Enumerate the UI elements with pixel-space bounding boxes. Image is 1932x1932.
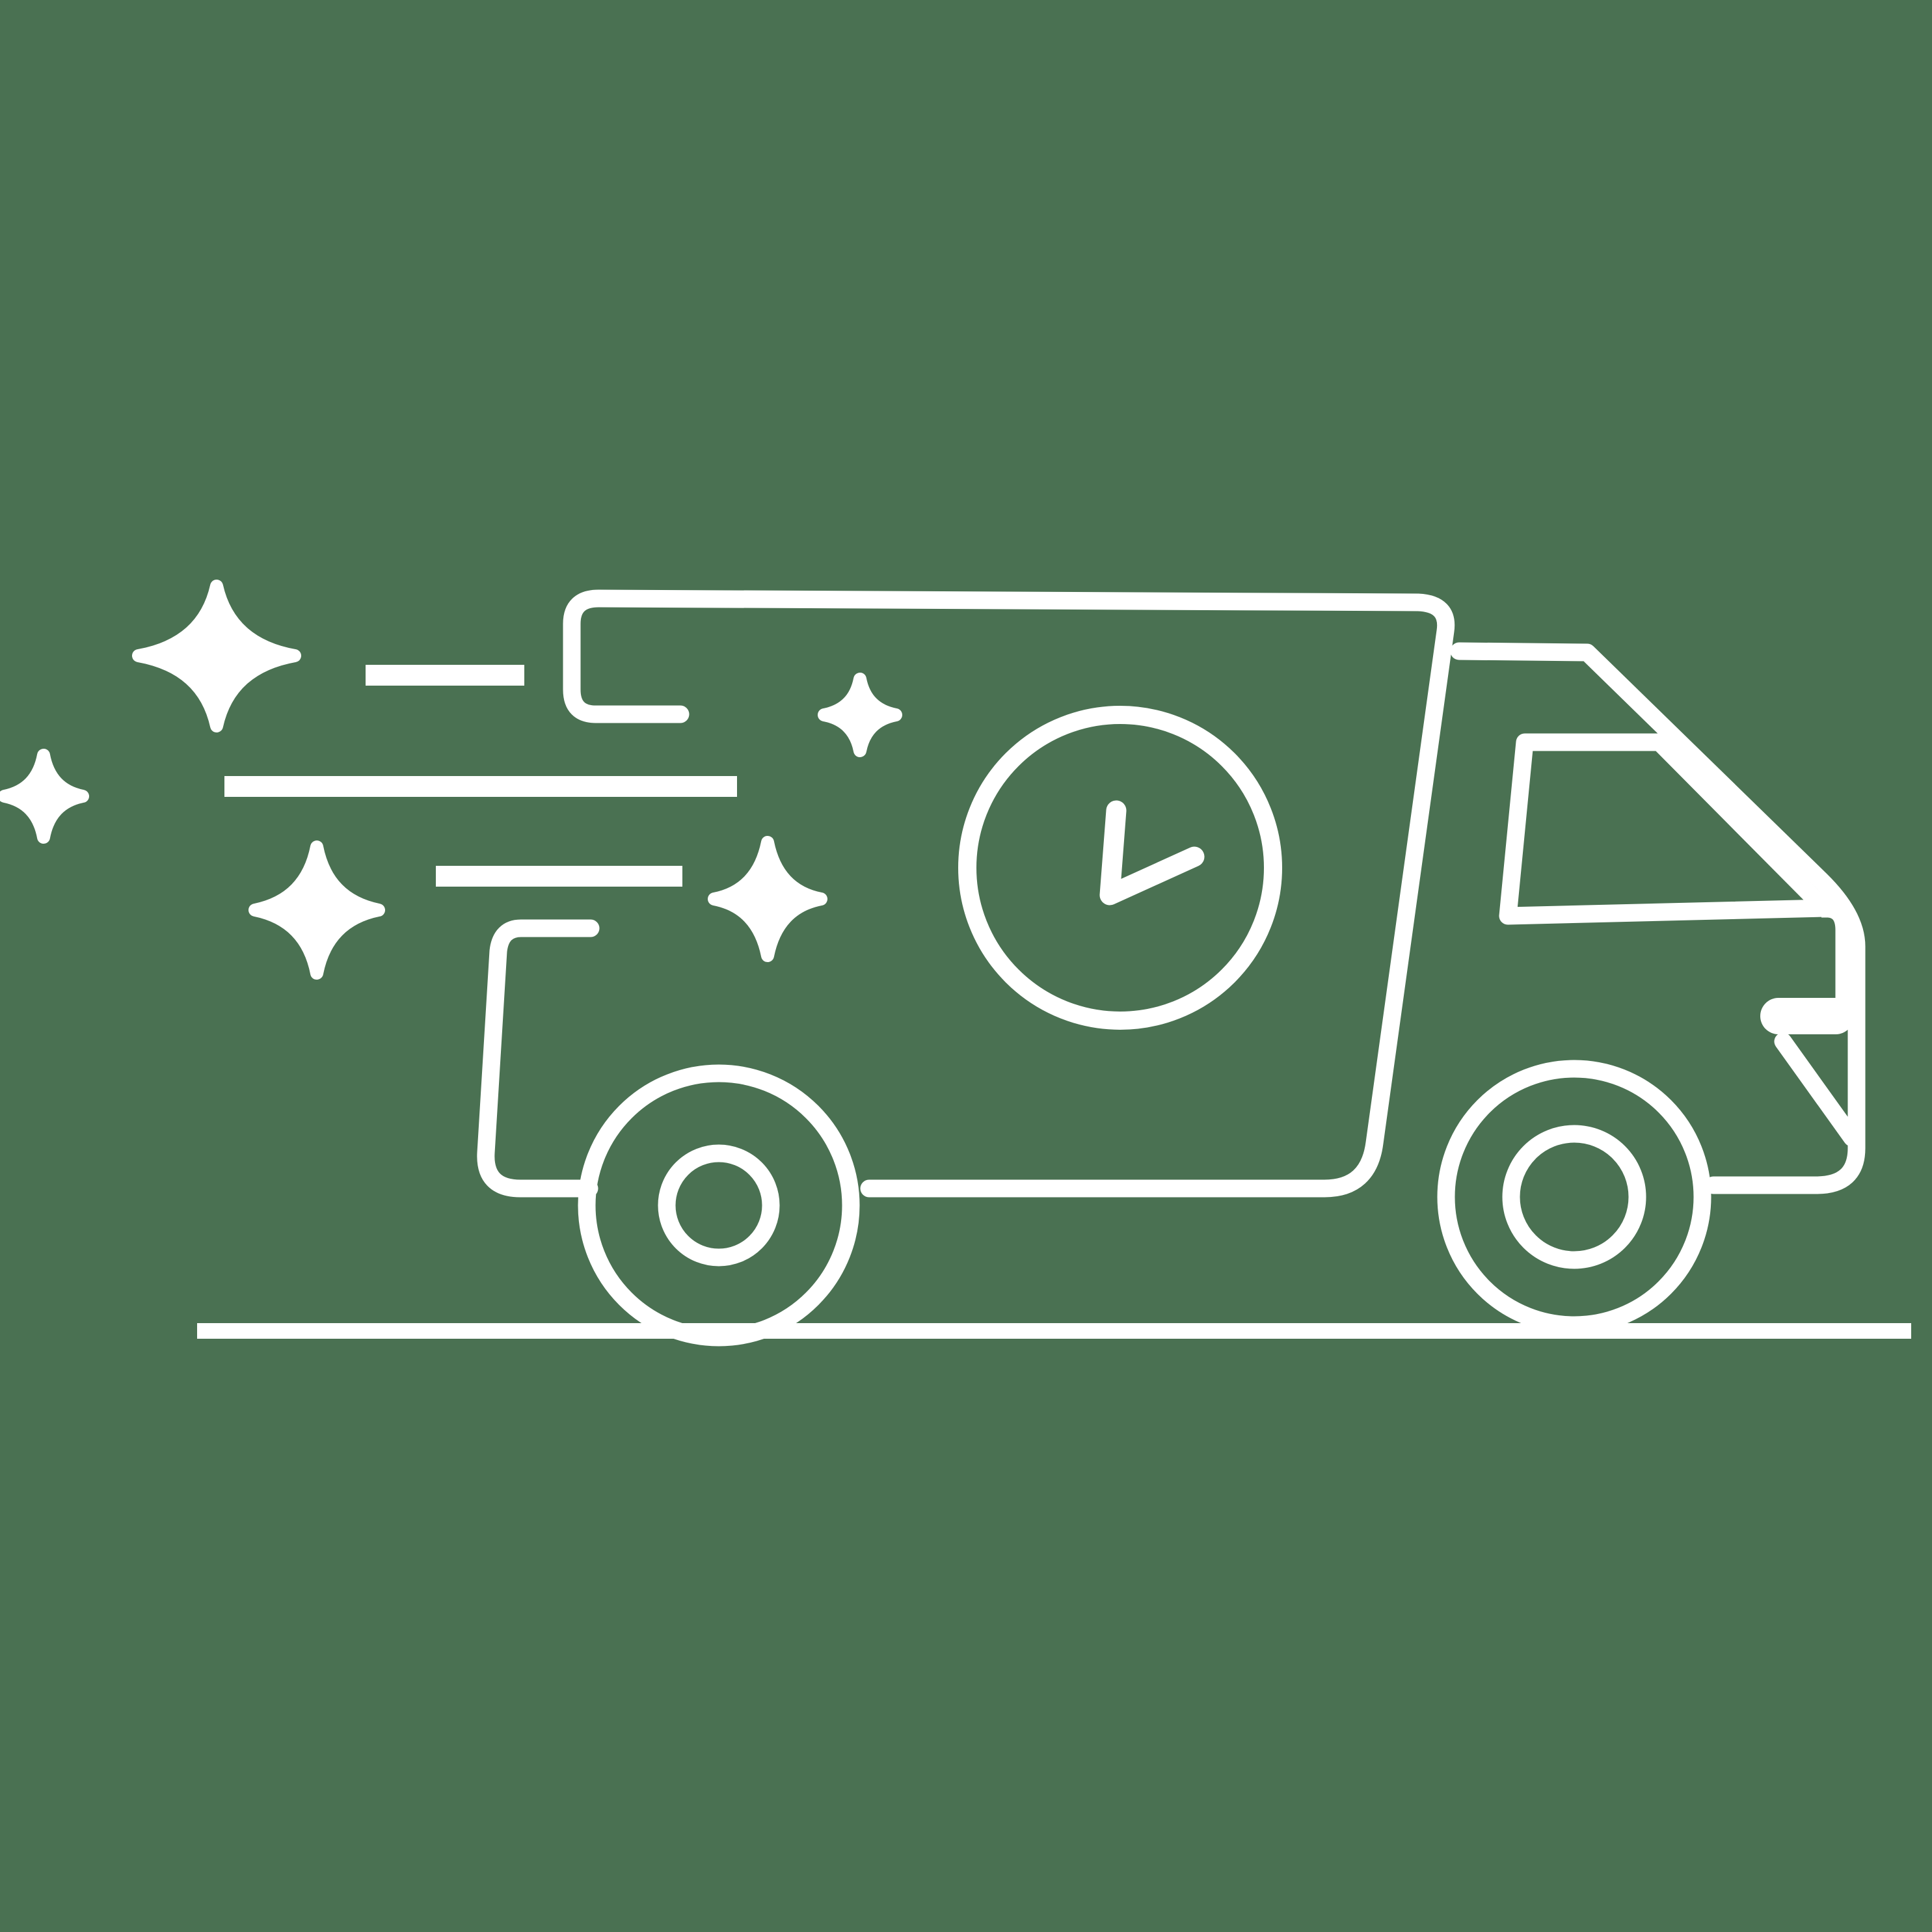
rear-wheel-hub-icon xyxy=(658,1144,780,1267)
rear-wheel-tire-icon xyxy=(578,1064,860,1347)
cargo-box-icon xyxy=(563,589,1455,1198)
sparkles xyxy=(0,580,902,980)
sparkle-small-top-icon xyxy=(818,673,902,757)
front-wheel-tire-icon xyxy=(1437,1060,1711,1334)
cab-door-line-icon xyxy=(1819,900,1853,1006)
speed-lines xyxy=(224,665,737,887)
front-wheel-hub-icon xyxy=(1502,1125,1646,1269)
sparkle-large-icon xyxy=(132,580,301,732)
clock-icon xyxy=(958,706,1282,1030)
sparkle-far-left-icon xyxy=(0,749,89,844)
front-bumper-line-icon xyxy=(1774,1032,1861,1147)
cargo-box-rear-panel-icon xyxy=(477,919,600,1198)
sparkle-lower-left-icon xyxy=(248,840,385,980)
clock-hands-icon xyxy=(1099,800,1205,906)
rear-wheel-icon xyxy=(578,1064,860,1347)
cab-icon xyxy=(1450,642,1866,1194)
sparkle-medium-icon xyxy=(708,836,827,962)
front-wheel-icon xyxy=(1437,1060,1711,1334)
